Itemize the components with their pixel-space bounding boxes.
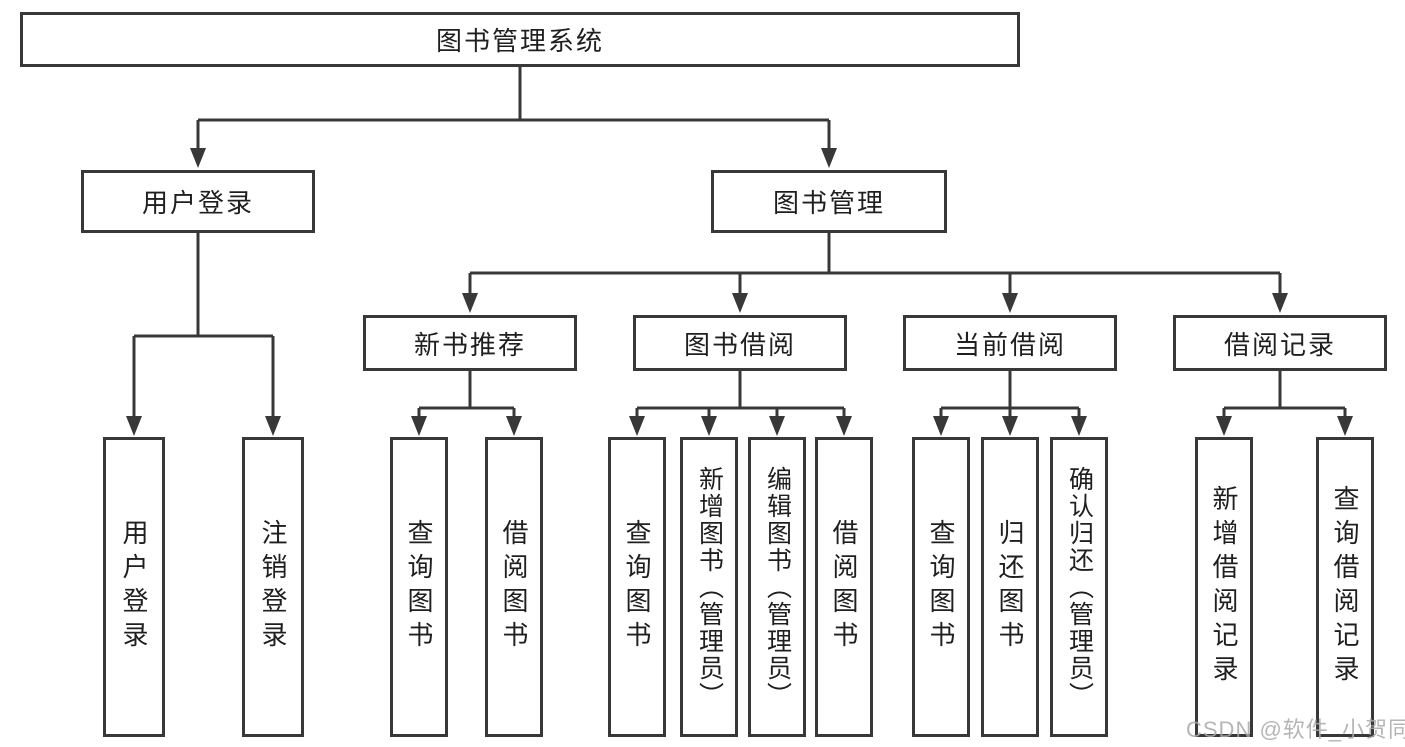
leaf-logout: 注销登录 <box>242 437 304 737</box>
leaf-borrow-books-1-label: 借阅图书 <box>499 519 529 655</box>
leaf-edit-books-admin-label: 编辑图书（管理员） <box>763 465 792 709</box>
node-user-login: 用户登录 <box>81 170 315 233</box>
leaf-user-login: 用户登录 <box>103 437 165 737</box>
leaf-borrow-books-2-label: 借阅图书 <box>829 519 859 655</box>
leaf-query-books-2: 查询图书 <box>608 437 666 737</box>
leaf-return-books: 归还图书 <box>981 437 1039 737</box>
leaf-logout-label: 注销登录 <box>258 519 288 655</box>
leaf-edit-books-admin: 编辑图书（管理员） <box>748 437 806 737</box>
leaf-confirm-return-admin-label: 确认归还（管理员） <box>1065 465 1094 709</box>
leaf-add-books-admin-label: 新增图书（管理员） <box>695 465 724 709</box>
leaf-query-borrow-record-label: 查询借阅记录 <box>1330 485 1360 689</box>
leaf-query-books-2-label: 查询图书 <box>622 519 652 655</box>
leaf-borrow-books-1: 借阅图书 <box>485 437 543 737</box>
csdn-watermark: CSDN @软件_小贺同学 <box>1186 717 1405 742</box>
leaf-add-books-admin: 新增图书（管理员） <box>680 437 738 737</box>
node-book-borrowing: 图书借阅 <box>633 315 847 371</box>
leaf-query-books-1-label: 查询图书 <box>404 519 434 655</box>
node-borrowing-records: 借阅记录 <box>1173 315 1387 371</box>
leaf-confirm-return-admin: 确认归还（管理员） <box>1050 437 1108 737</box>
node-book-management: 图书管理 <box>711 170 947 233</box>
leaf-query-books-3: 查询图书 <box>912 437 970 737</box>
leaf-query-books-1: 查询图书 <box>390 437 448 737</box>
node-new-book-recommendation: 新书推荐 <box>363 315 577 371</box>
leaf-add-borrow-record: 新增借阅记录 <box>1195 437 1253 737</box>
leaf-query-books-3-label: 查询图书 <box>926 519 956 655</box>
node-library-management-system: 图书管理系统 <box>20 12 1020 67</box>
leaf-borrow-books-2: 借阅图书 <box>815 437 873 737</box>
leaf-query-borrow-record: 查询借阅记录 <box>1316 437 1374 737</box>
leaf-add-borrow-record-label: 新增借阅记录 <box>1209 485 1239 689</box>
leaf-return-books-label: 归还图书 <box>995 519 1025 655</box>
node-current-borrowing: 当前借阅 <box>903 315 1117 371</box>
leaf-user-login-label: 用户登录 <box>119 519 149 655</box>
